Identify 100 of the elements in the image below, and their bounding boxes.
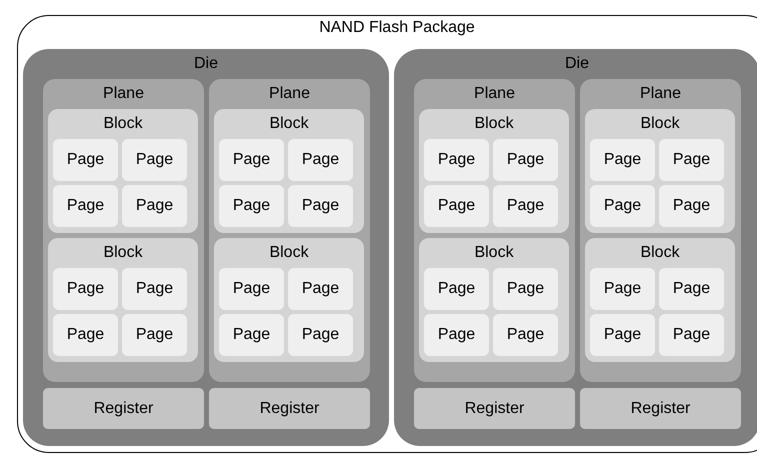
- block-container: [48, 238, 198, 362]
- page-box: [659, 268, 724, 310]
- page-label: Page: [66, 326, 104, 344]
- page-label: Page: [136, 151, 174, 169]
- page-label: Page: [302, 280, 340, 298]
- page-box: [288, 185, 353, 227]
- block-label: Block: [103, 115, 143, 133]
- block-label: Block: [640, 244, 680, 262]
- register-label: Register: [260, 400, 320, 418]
- page-box: [590, 139, 655, 181]
- block-container: [585, 238, 735, 362]
- die-label: Die: [565, 55, 589, 73]
- page-box: [659, 139, 724, 181]
- page-box: [219, 268, 284, 310]
- die-container: [394, 49, 757, 446]
- block-container: [214, 238, 364, 362]
- page-box: [288, 139, 353, 181]
- page-box: [493, 139, 558, 181]
- page-label: Page: [506, 326, 544, 344]
- page-box: [122, 268, 187, 310]
- die-container: [23, 49, 389, 446]
- register-box: [43, 388, 204, 429]
- plane-label: Plane: [269, 85, 310, 103]
- page-label: Page: [672, 326, 710, 344]
- register-box: [580, 388, 741, 429]
- register-label: Register: [630, 400, 690, 418]
- plane-container: [43, 79, 204, 382]
- page-box: [493, 185, 558, 227]
- page-box: [288, 268, 353, 310]
- plane-container: [209, 79, 370, 382]
- plane-label: Plane: [103, 85, 144, 103]
- page-box: [590, 185, 655, 227]
- register-label: Register: [464, 400, 524, 418]
- page-label: Page: [438, 280, 476, 298]
- page-label: Page: [604, 197, 642, 215]
- page-label: Page: [136, 280, 174, 298]
- page-label: Page: [302, 326, 340, 344]
- page-label: Page: [506, 280, 544, 298]
- block-container: [214, 109, 364, 233]
- page-label: Page: [506, 197, 544, 215]
- package-container: [17, 15, 757, 453]
- block-container: [48, 109, 198, 233]
- page-box: [659, 185, 724, 227]
- page-box: [590, 268, 655, 310]
- page-box: [288, 314, 353, 356]
- block-container: [419, 109, 569, 233]
- page-box: [53, 314, 118, 356]
- page-box: [53, 185, 118, 227]
- page-label: Page: [232, 197, 270, 215]
- register-box: [414, 388, 575, 429]
- page-box: [53, 268, 118, 310]
- block-container: [585, 109, 735, 233]
- block-label: Block: [474, 244, 514, 262]
- page-label: Page: [66, 280, 104, 298]
- page-box: [590, 314, 655, 356]
- page-box: [424, 185, 489, 227]
- page-label: Page: [302, 197, 340, 215]
- plane-label: Plane: [640, 85, 681, 103]
- page-box: [122, 314, 187, 356]
- plane-container: [580, 79, 741, 382]
- block-label: Block: [103, 244, 143, 262]
- page-box: [219, 314, 284, 356]
- block-label: Block: [269, 244, 309, 262]
- block-label: Block: [640, 115, 680, 133]
- page-label: Page: [438, 151, 476, 169]
- page-box: [219, 185, 284, 227]
- page-box: [53, 139, 118, 181]
- package-label: NAND Flash Package: [319, 19, 475, 37]
- page-label: Page: [506, 151, 544, 169]
- die-label: Die: [194, 55, 218, 73]
- page-label: Page: [66, 151, 104, 169]
- page-label: Page: [672, 197, 710, 215]
- page-label: Page: [672, 280, 710, 298]
- page-label: Page: [604, 151, 642, 169]
- page-box: [424, 139, 489, 181]
- page-box: [122, 185, 187, 227]
- block-label: Block: [269, 115, 309, 133]
- page-label: Page: [604, 326, 642, 344]
- page-label: Page: [136, 197, 174, 215]
- page-box: [219, 139, 284, 181]
- page-box: [659, 314, 724, 356]
- plane-container: [414, 79, 575, 382]
- page-label: Page: [438, 326, 476, 344]
- page-box: [424, 268, 489, 310]
- block-label: Block: [474, 115, 514, 133]
- page-box: [493, 314, 558, 356]
- page-label: Page: [604, 280, 642, 298]
- plane-label: Plane: [474, 85, 515, 103]
- page-box: [493, 268, 558, 310]
- page-label: Page: [438, 197, 476, 215]
- block-container: [419, 238, 569, 362]
- page-label: Page: [232, 280, 270, 298]
- page-label: Page: [232, 151, 270, 169]
- register-box: [209, 388, 370, 429]
- page-label: Page: [232, 326, 270, 344]
- page-label: Page: [672, 151, 710, 169]
- page-label: Page: [66, 197, 104, 215]
- register-label: Register: [94, 400, 154, 418]
- page-label: Page: [136, 326, 174, 344]
- page-box: [122, 139, 187, 181]
